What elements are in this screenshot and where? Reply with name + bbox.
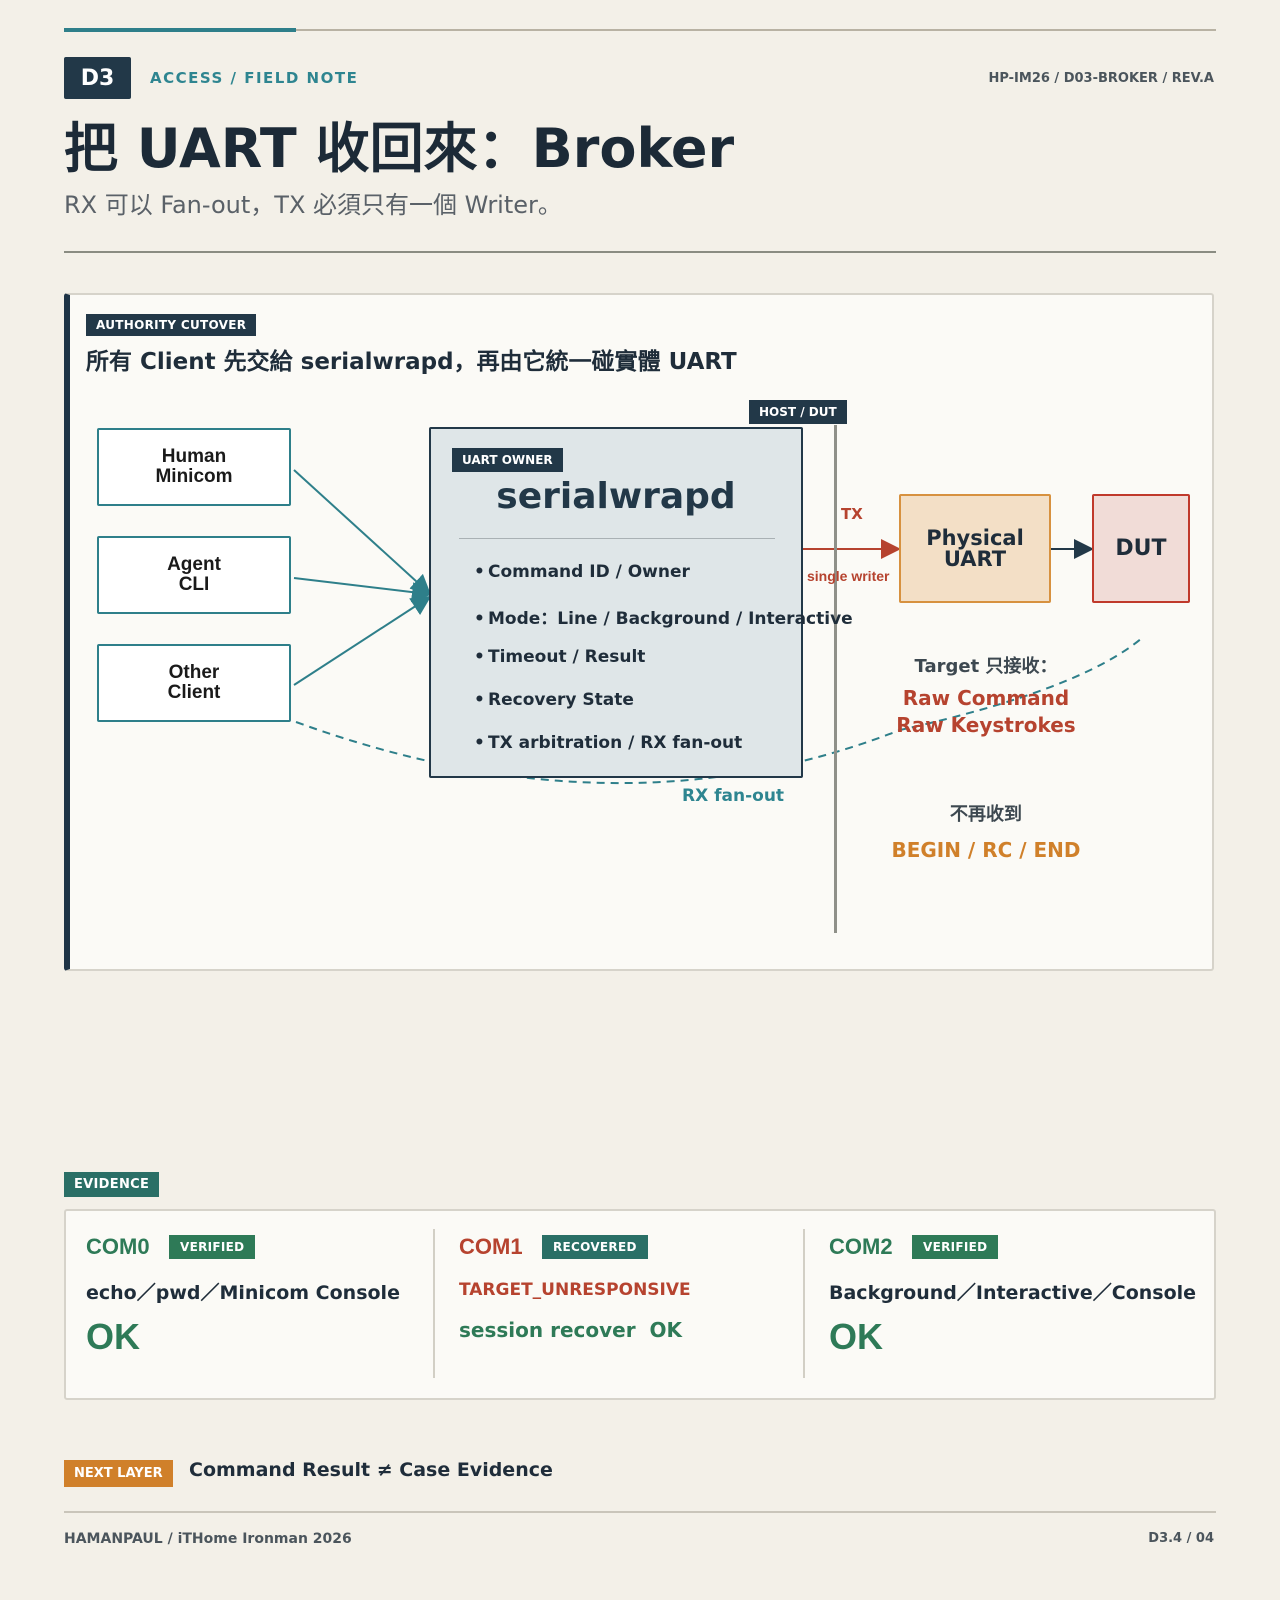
evidence-divider xyxy=(433,1229,435,1378)
begin-rc-end: BEGIN / RC / END xyxy=(891,838,1081,862)
evidence-tag: EVIDENCE xyxy=(64,1172,160,1197)
uart-owner-box xyxy=(429,427,803,778)
host-dut-tag: HOST / DUT xyxy=(749,400,847,424)
next-layer-text: Command Result ≠ Case Evidence xyxy=(189,1459,553,1481)
status-badge: VERIFIED xyxy=(169,1235,256,1259)
owner-bullet: •TX arbitration / RX fan-out xyxy=(474,733,743,753)
com0-result: OK xyxy=(86,1316,140,1357)
com0-detail: echo／pwd／Minicom Console xyxy=(86,1282,400,1304)
section-chip: D3 xyxy=(64,57,131,99)
client-label: Client xyxy=(167,682,221,703)
com2-detail: Background／Interactive／Console xyxy=(829,1282,1197,1304)
rx-fanout-label: RX fan-out xyxy=(682,786,785,806)
page-subtitle: RX 可以 Fan-out，TX 必須只有一個 Writer。 xyxy=(64,191,562,219)
doc-reference: HP-IM26 / D03-BROKER / REV.A xyxy=(988,71,1214,86)
connector-other xyxy=(293,595,432,686)
com2-label: COM2 xyxy=(829,1234,893,1259)
serialwrapd-title: serialwrapd xyxy=(496,476,736,517)
owner-bullet: •Command ID / Owner xyxy=(474,562,690,582)
client-label: Human xyxy=(161,446,227,467)
owner-divider xyxy=(459,538,775,539)
top-rule-accent xyxy=(64,28,296,32)
owner-bullet: •Mode：Line / Background / Interactive xyxy=(474,609,853,629)
status-badge: VERIFIED xyxy=(912,1235,999,1259)
connector-agent xyxy=(293,577,432,603)
diagram-heading: 所有 Client 先交給 serialwrapd，再由它統一碰實體 UART xyxy=(86,349,737,375)
footer-credit: HAMANPAUL / iTHome Ironman 2026 xyxy=(64,1531,352,1547)
authority-tag: AUTHORITY CUTOVER xyxy=(86,314,257,336)
header-divider xyxy=(64,251,1216,253)
raw-command: Raw Command xyxy=(902,686,1070,710)
com2-result: OK xyxy=(829,1316,883,1357)
page-number: D3.4 / 04 xyxy=(1148,1531,1214,1546)
owner-bullet: •Recovery State xyxy=(474,690,634,710)
uart-owner-tag: UART OWNER xyxy=(452,448,563,472)
footer-divider xyxy=(64,1511,1216,1513)
target-receives-label: Target 只接收： xyxy=(914,656,1058,677)
com0-label: COM0 xyxy=(86,1234,150,1259)
client-label: Other xyxy=(168,662,220,683)
status-badge: RECOVERED xyxy=(542,1235,648,1259)
kicker: ACCESS / FIELD NOTE xyxy=(150,69,359,87)
top-rule xyxy=(64,29,1216,31)
page-title: 把 UART 收回來：Broker xyxy=(64,117,735,180)
connector-human xyxy=(293,469,431,595)
client-label: Agent xyxy=(167,554,221,575)
evidence-divider xyxy=(803,1229,805,1378)
com1-result: session recover ￼ OK xyxy=(459,1318,682,1342)
com1-label: COM1 xyxy=(459,1234,523,1259)
client-label: Minicom xyxy=(155,466,233,487)
com1-detail: TARGET_UNRESPONSIVE xyxy=(459,1280,691,1300)
host-dut-boundary xyxy=(834,425,837,933)
client-label: CLI xyxy=(178,574,210,595)
single-writer-label: single writer xyxy=(807,568,890,584)
no-longer-receives: 不再收到 xyxy=(950,804,1022,825)
tx-label: TX xyxy=(841,505,863,523)
raw-keystrokes: Raw Keystrokes xyxy=(896,713,1076,737)
owner-bullet: •Timeout / Result xyxy=(474,647,646,667)
dut-box: DUT xyxy=(1092,494,1190,603)
next-layer-tag: NEXT LAYER xyxy=(64,1460,173,1487)
